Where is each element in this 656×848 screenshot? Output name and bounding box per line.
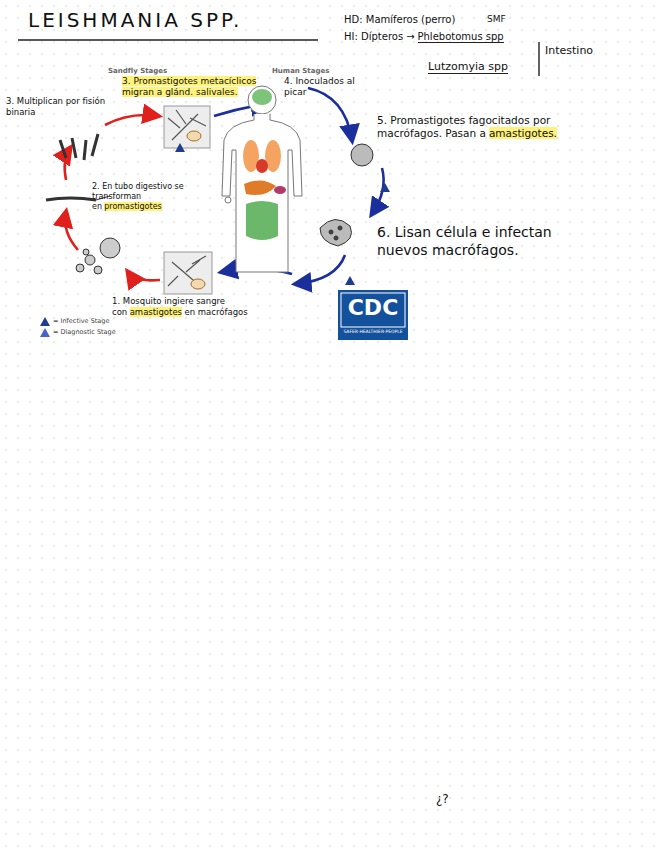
note-text: SMF <box>487 14 527 25</box>
note-label: en macrófagos <box>184 307 247 317</box>
note-text: 6. Lisan célula e infectan nuevos macróf… <box>377 224 567 259</box>
note-label: CDC <box>348 295 399 320</box>
note-label: 4. Inoculados al picar <box>284 76 355 97</box>
note-label: amastigotes <box>130 307 182 317</box>
note-text: 3. Multiplican por fisión binaria <box>6 96 106 117</box>
note-text: HD: Mamíferos (perro) <box>344 14 484 27</box>
cdc-logo <box>338 290 408 340</box>
parasite-stages <box>46 134 373 274</box>
note-text: 3. Promastigotes metacíclicos migran a g… <box>122 76 282 99</box>
note-label: Phlebotomus spp <box>418 31 504 43</box>
note-label: Human Stages <box>272 67 329 75</box>
human-figure <box>222 86 302 272</box>
note-label: amastigotes. <box>489 127 557 139</box>
note-label: SAFER·HEALTHIER·PEOPLE <box>343 329 402 334</box>
note-text: 1. Mosquito ingiere sangre conamastigote… <box>112 296 292 317</box>
sandfly-inset <box>164 106 212 294</box>
note-text: 2. En tubo digestivo se transforman enpr… <box>92 182 197 212</box>
stage-markers <box>175 143 390 285</box>
note-label: Lutzomyia spp <box>428 60 508 74</box>
legend-row: = Diagnostic Stage <box>40 328 160 337</box>
note-label: Sandfly Stages <box>108 67 167 75</box>
note-text: Intestino <box>545 44 615 58</box>
human-cycle-arrows <box>214 88 384 284</box>
legend-text: = Diagnostic Stage <box>53 328 116 336</box>
legend-triangle <box>40 328 50 337</box>
legend-row: = Infective Stage <box>40 317 160 326</box>
note-label: HD: Mamíferos (perro) <box>344 14 455 25</box>
note-text: Human Stages <box>272 67 342 76</box>
note-label: Intestino <box>545 44 593 57</box>
note-text: SAFER·HEALTHIER·PEOPLE <box>338 329 408 335</box>
note-text: ¿? <box>436 792 466 807</box>
note-label: promastigotes <box>104 202 162 211</box>
note-label: HI: Dípteros → <box>344 31 415 42</box>
note-label: SMF <box>487 14 506 24</box>
note-label: 3. Multiplican por fisión binaria <box>6 96 105 117</box>
note-label: 3. Promastigotes metacíclicos migran a g… <box>122 76 256 97</box>
title-text: LEISHMANIA SPP. <box>28 8 242 32</box>
legend-text: = Infective Stage <box>53 317 109 325</box>
note-text: Sandfly Stages <box>108 67 188 76</box>
note-label: 6. Lisan célula e infectan nuevos macróf… <box>377 224 552 258</box>
legend-triangle <box>40 317 50 326</box>
note-text: 5. Promastigotes fagocitados por macrófa… <box>377 114 612 140</box>
note-text: CDC <box>338 294 408 322</box>
note-label: ¿? <box>436 792 449 806</box>
note-text: 4. Inoculados al picar <box>284 76 364 99</box>
note-text: HI: Dípteros →Phlebotomus spp <box>344 31 544 44</box>
note-text: Lutzomyia spp <box>428 60 528 74</box>
page-title: LEISHMANIA SPP. <box>28 8 328 33</box>
